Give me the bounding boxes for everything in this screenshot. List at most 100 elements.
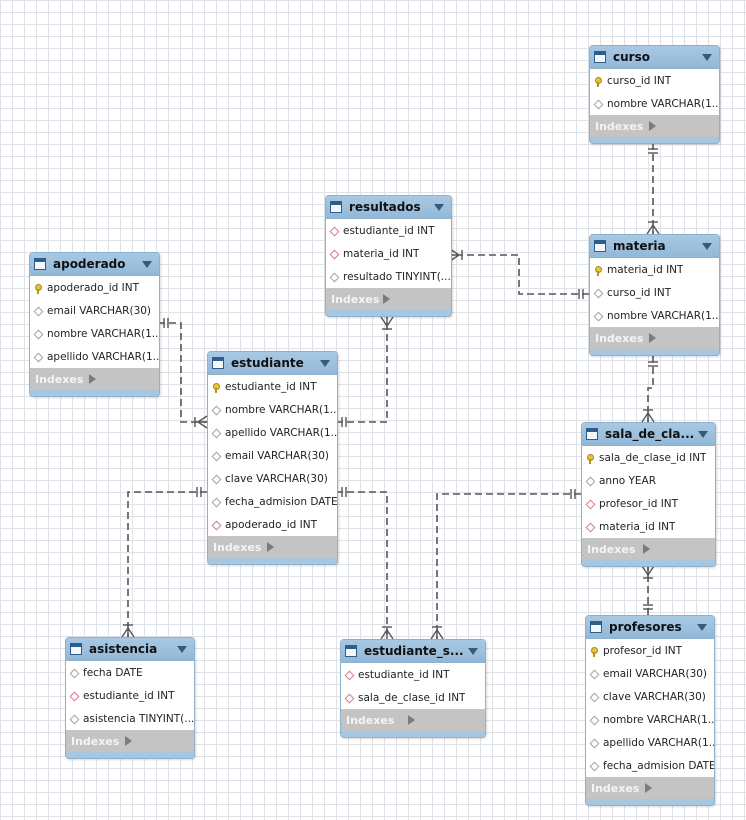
table-column[interactable]: nombre VARCHAR(1... bbox=[590, 92, 719, 115]
expand-caret-icon[interactable] bbox=[468, 647, 478, 655]
table-column[interactable]: materia_id INT bbox=[582, 515, 715, 538]
table-column[interactable]: materia_id INT bbox=[590, 258, 719, 281]
table-column[interactable]: resultado TINYINT(... bbox=[326, 265, 451, 288]
relationship-materia-resultados bbox=[450, 254, 589, 295]
table-column[interactable]: email VARCHAR(30) bbox=[30, 299, 159, 322]
table-column[interactable]: nombre VARCHAR(1... bbox=[30, 322, 159, 345]
primary-key-icon bbox=[34, 283, 42, 294]
expand-indexes-icon[interactable] bbox=[267, 542, 328, 552]
many-cardinality-mark bbox=[121, 627, 135, 638]
expand-indexes-icon[interactable] bbox=[383, 294, 442, 304]
table-column[interactable]: fecha DATE bbox=[66, 661, 194, 684]
table-column[interactable]: nombre VARCHAR(1... bbox=[208, 398, 337, 421]
table-column[interactable]: estudiante_id INT bbox=[341, 663, 485, 686]
expand-indexes-icon[interactable] bbox=[649, 121, 710, 131]
expand-caret-icon[interactable] bbox=[697, 623, 707, 631]
relationship-apoderado-estudiante bbox=[158, 322, 207, 423]
column-label: materia_id INT bbox=[599, 520, 676, 533]
table-column[interactable]: apoderado_id INT bbox=[208, 513, 337, 536]
table-header[interactable]: resultados bbox=[326, 196, 451, 219]
expand-indexes-icon[interactable] bbox=[649, 333, 710, 343]
expand-indexes-icon[interactable] bbox=[89, 374, 150, 384]
table-column[interactable]: curso_id INT bbox=[590, 281, 719, 304]
indexes-section[interactable]: Indexes bbox=[208, 536, 337, 564]
table-column[interactable]: materia_id INT bbox=[326, 242, 451, 265]
column-label: fecha_admision DATE bbox=[225, 495, 337, 508]
expand-caret-icon[interactable] bbox=[320, 359, 330, 367]
table-header[interactable]: sala_de_cla... bbox=[582, 423, 715, 446]
expand-caret-icon[interactable] bbox=[702, 53, 712, 61]
expand-caret-icon[interactable] bbox=[434, 203, 444, 211]
expand-caret-icon[interactable] bbox=[698, 430, 708, 438]
table-header[interactable]: profesores bbox=[586, 616, 714, 639]
table-column[interactable]: anno YEAR bbox=[582, 469, 715, 492]
expand-indexes-icon[interactable] bbox=[643, 544, 706, 554]
table-column[interactable]: clave VARCHAR(30) bbox=[586, 685, 714, 708]
expand-caret-icon[interactable] bbox=[702, 242, 712, 250]
table-column[interactable]: fecha_admision DATE bbox=[208, 490, 337, 513]
table-column[interactable]: email VARCHAR(30) bbox=[208, 444, 337, 467]
expand-indexes-icon[interactable] bbox=[407, 715, 477, 725]
table-column[interactable]: profesor_id INT bbox=[586, 639, 714, 662]
table-icon bbox=[330, 201, 342, 213]
expand-caret-icon[interactable] bbox=[142, 260, 152, 268]
table-title: apoderado bbox=[53, 257, 126, 271]
indexes-section[interactable]: Indexes bbox=[590, 327, 719, 355]
table-column[interactable]: estudiante_id INT bbox=[66, 684, 194, 707]
relationship-materia-sala_de_clase bbox=[647, 356, 654, 422]
primary-key-icon bbox=[586, 453, 594, 464]
table-header[interactable]: curso bbox=[590, 46, 719, 69]
column-icon bbox=[70, 715, 78, 723]
column-icon bbox=[594, 312, 602, 320]
table-title: curso bbox=[613, 50, 650, 64]
table-column[interactable]: asistencia TINYINT(... bbox=[66, 707, 194, 730]
table-column[interactable]: estudiante_id INT bbox=[326, 219, 451, 242]
table-header[interactable]: materia bbox=[590, 235, 719, 258]
table-column[interactable]: nombre VARCHAR(1... bbox=[586, 708, 714, 731]
foreign-key-icon bbox=[212, 521, 220, 529]
table-column[interactable]: apellido VARCHAR(1... bbox=[208, 421, 337, 444]
column-label: nombre VARCHAR(1... bbox=[47, 327, 159, 340]
table-column[interactable]: clave VARCHAR(30) bbox=[208, 467, 337, 490]
indexes-section[interactable]: Indexes bbox=[582, 538, 715, 566]
indexes-section[interactable]: Indexes bbox=[30, 368, 159, 396]
table-column[interactable]: estudiante_id INT bbox=[208, 375, 337, 398]
table-header[interactable]: estudiante_s... bbox=[341, 640, 485, 663]
relationship-estudiante-estudiante_sala bbox=[336, 491, 388, 639]
table-column[interactable]: curso_id INT bbox=[590, 69, 719, 92]
table-column[interactable]: apellido VARCHAR(1... bbox=[586, 731, 714, 754]
indexes-label: Indexes bbox=[35, 372, 84, 386]
table-icon bbox=[594, 51, 606, 63]
table-column[interactable]: profesor_id INT bbox=[582, 492, 715, 515]
expand-caret-icon[interactable] bbox=[177, 645, 187, 653]
column-icon bbox=[34, 330, 42, 338]
expand-indexes-icon[interactable] bbox=[644, 783, 706, 793]
table-column[interactable]: sala_de_clase_id INT bbox=[582, 446, 715, 469]
table-header[interactable]: apoderado bbox=[30, 253, 159, 276]
table-header[interactable]: asistencia bbox=[66, 638, 194, 661]
indexes-section[interactable]: Indexes bbox=[341, 709, 485, 737]
table-column[interactable]: apoderado_id INT bbox=[30, 276, 159, 299]
indexes-section[interactable]: Indexes bbox=[326, 288, 451, 316]
table-column[interactable]: email VARCHAR(30) bbox=[586, 662, 714, 685]
table-column[interactable]: apellido VARCHAR(1... bbox=[30, 345, 159, 368]
expand-indexes-icon[interactable] bbox=[124, 736, 186, 746]
indexes-section[interactable]: Indexes bbox=[586, 777, 714, 805]
indexes-section[interactable]: Indexes bbox=[66, 730, 194, 758]
many-cardinality-mark bbox=[197, 415, 208, 429]
table-header[interactable]: estudiante bbox=[208, 352, 337, 375]
indexes-section[interactable]: Indexes bbox=[590, 115, 719, 143]
table-column[interactable]: nombre VARCHAR(1... bbox=[590, 304, 719, 327]
primary-key-icon bbox=[594, 265, 602, 276]
table-column[interactable]: fecha_admision DATE bbox=[586, 754, 714, 777]
table-column[interactable]: sala_de_clase_id INT bbox=[341, 686, 485, 709]
